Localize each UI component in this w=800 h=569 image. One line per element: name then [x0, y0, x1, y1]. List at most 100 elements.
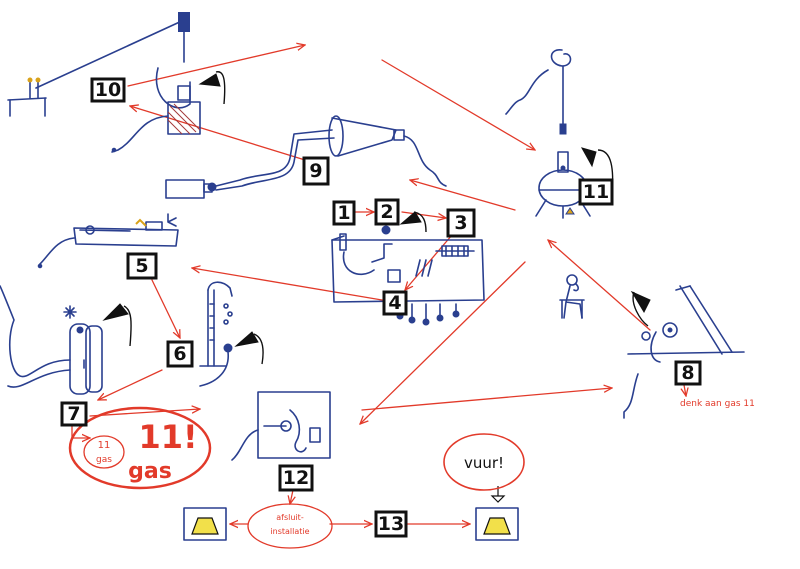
cap: [177, 85, 191, 101]
arrow-8-to-11: [548, 240, 651, 331]
station-label-10: 10: [90, 77, 126, 103]
floor: [627, 351, 745, 355]
station-number: 1: [337, 202, 350, 224]
box-device: [167, 101, 201, 135]
station-label-11: 11: [578, 178, 614, 206]
station-number: 7: [67, 403, 80, 425]
station-10-setup: [7, 12, 201, 153]
horn-mouth: [328, 115, 344, 157]
arrow-to-11: [381, 59, 535, 150]
station-number: 12: [283, 467, 309, 489]
board-edge: [331, 235, 345, 241]
station-number: 3: [454, 212, 467, 234]
station-number: 2: [380, 201, 393, 223]
down-arrow-icon: [490, 495, 506, 503]
arrow-11-to-9: [410, 180, 516, 211]
gas-word: gas: [128, 459, 172, 484]
seated-person-icon: [559, 274, 585, 319]
wire: [623, 373, 639, 419]
afsluit-ellipse: [247, 503, 333, 549]
arrow-3-to-4: [405, 234, 453, 290]
pole-clamp: [178, 12, 190, 32]
station-7-setup: [0, 285, 103, 395]
lamp-icon: [198, 71, 226, 105]
arrow-10-out: [127, 45, 305, 87]
station-label-9: 9: [302, 156, 330, 186]
arrow-6-to-7: [98, 369, 163, 400]
station-number: 4: [388, 292, 401, 314]
ramp-edge: [689, 285, 733, 353]
spiral: [550, 49, 572, 67]
station-8-setup: [623, 285, 745, 419]
cylinder-valve: [76, 326, 84, 334]
flame-icon: [135, 218, 147, 227]
station-number: 8: [681, 362, 694, 384]
wire: [111, 115, 169, 153]
cylinder-big: [69, 323, 91, 395]
clamp: [339, 233, 347, 251]
station-label-8: 8: [674, 360, 702, 386]
big-mark: 11!: [138, 418, 197, 456]
arrow-8-to-note: [684, 384, 686, 396]
arrow-12-to-afsluit: [290, 489, 293, 504]
lamp-icon: [102, 303, 132, 347]
hatch-marks: [415, 259, 433, 277]
note-vuur: vuur!: [443, 433, 525, 491]
lamp-icon: [630, 290, 651, 327]
station-number: 9: [309, 160, 322, 182]
sensor: [641, 331, 651, 341]
knob: [85, 225, 95, 235]
pump: [165, 179, 205, 199]
valve: [381, 225, 391, 235]
hose: [0, 285, 71, 378]
clamp: [559, 123, 567, 135]
afsluit-line-1: afsluit-: [276, 513, 304, 522]
tube: [289, 409, 307, 453]
cable: [650, 331, 661, 363]
arrow-4-to-5: [192, 268, 383, 301]
panel: [257, 391, 331, 459]
table-top: [7, 97, 47, 101]
star-valve-icon: [63, 305, 77, 319]
station-number: 10: [95, 79, 121, 101]
hose: [215, 137, 335, 191]
lamps: [102, 71, 651, 365]
hatch: [167, 103, 201, 135]
station-label-12: 12: [278, 464, 314, 492]
arrow-9-to-10: [130, 106, 306, 161]
bench-board: [331, 239, 485, 303]
station-label-3: 3: [446, 208, 476, 238]
station-label-6: 6: [166, 340, 194, 368]
note-ellipse: [68, 406, 212, 490]
left-output-box: [183, 507, 227, 541]
bulb-icon: [35, 77, 41, 83]
station-label-4: 4: [382, 290, 408, 316]
station-label-2: 2: [374, 198, 400, 226]
arrow-12-to-8: [361, 388, 612, 411]
tube-tip: [408, 316, 416, 324]
station-label-1: 1: [332, 200, 356, 226]
station-11-setup: [505, 49, 591, 219]
vuur-ellipse: [443, 433, 525, 491]
denk-note: denk aan gas 11: [680, 399, 755, 409]
wire: [505, 69, 549, 115]
tube-tip: [452, 310, 460, 318]
hose: [215, 129, 333, 187]
vial: [309, 427, 321, 443]
flask-neck: [557, 151, 569, 173]
hanging-tubes: [399, 303, 457, 321]
output-boxes: [183, 486, 519, 541]
bench: [73, 227, 179, 247]
horn-wire: [403, 135, 447, 187]
lamp-icon: [399, 211, 427, 233]
small-gas: gas: [96, 455, 112, 465]
lamp-icon: [234, 331, 264, 365]
wire: [199, 351, 229, 387]
arrow-5-to-6: [151, 279, 180, 338]
stand: [371, 243, 393, 263]
arrow-11-to-12: [360, 261, 526, 424]
right-output-box: [475, 507, 519, 541]
note-11-gas: 11! gas 11 gas: [68, 406, 212, 490]
